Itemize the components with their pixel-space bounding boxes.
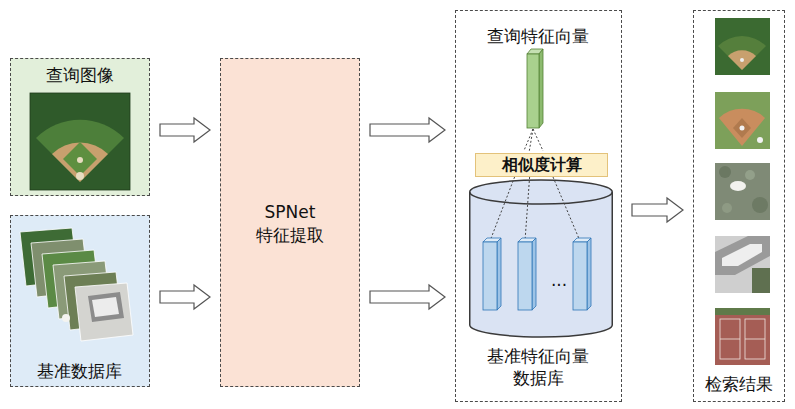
matching-panel-label: 查询特征向量	[456, 25, 620, 47]
similarity-leader-lines	[553, 177, 580, 241]
database-photo-stack	[88, 292, 124, 322]
query-photo	[30, 93, 130, 190]
result-photo	[715, 308, 770, 315]
hollow-arrow	[370, 118, 445, 142]
feature-extraction-box: SPNet 特征提取	[220, 58, 360, 387]
result-photo	[715, 163, 770, 220]
result-photo	[720, 319, 740, 359]
database-photo-stack	[62, 314, 70, 322]
query-photo	[77, 157, 83, 163]
similarity-leader-lines	[524, 129, 533, 151]
database-feature-bars	[497, 238, 501, 310]
query-feature-bar	[539, 49, 543, 128]
result-photo	[715, 308, 770, 365]
result-photo	[745, 339, 765, 340]
feature-database-cylinder-label: ...	[547, 269, 571, 291]
result-photo	[752, 268, 770, 293]
similarity-leader-lines	[533, 129, 543, 151]
result-photo	[745, 170, 755, 180]
result-photo	[752, 197, 768, 213]
result-photo	[740, 126, 745, 131]
query-photo	[36, 120, 124, 182]
database-photo-stack	[92, 297, 119, 317]
database-photo-stack	[20, 228, 133, 341]
result-photo	[715, 92, 770, 149]
result-photo	[719, 166, 731, 178]
query-photo	[30, 93, 130, 190]
database-feature-bars	[483, 242, 497, 310]
result-photo	[715, 92, 770, 149]
results-box-label: 检索结果	[694, 373, 783, 395]
result-photo	[715, 236, 770, 293]
cylinder-body	[470, 180, 613, 337]
query-image-box-label: 查询图像	[11, 64, 148, 86]
feature-extraction-box-label: SPNet 特征提取	[254, 201, 326, 245]
result-photo	[715, 18, 770, 75]
similarity-box-label: 相似度计算	[476, 154, 607, 176]
cylinder-rim	[470, 192, 613, 204]
hollow-arrow	[160, 118, 210, 142]
similarity-leader-lines	[490, 177, 515, 241]
result-photo	[722, 244, 762, 266]
hollow-arrow	[632, 198, 683, 222]
result-photo	[718, 36, 766, 70]
similarity-box: 相似度计算	[475, 153, 608, 177]
hollow-arrow	[370, 285, 445, 309]
result-photo	[715, 163, 770, 220]
result-photo	[733, 118, 751, 138]
hollow-arrow	[160, 285, 210, 309]
query-feature-bar	[527, 54, 539, 128]
similarity-leader-lines	[490, 129, 580, 241]
database-feature-bars	[483, 238, 591, 310]
result-photo	[715, 18, 770, 75]
database-feature-bars	[573, 242, 587, 310]
result-photo	[715, 308, 770, 365]
similarity-leader-lines	[529, 129, 533, 151]
database-photo-stack	[75, 283, 133, 341]
result-photo	[722, 203, 732, 213]
result-photo	[757, 137, 763, 143]
database-feature-bars	[532, 238, 536, 310]
result-photo	[715, 236, 770, 293]
matching-panel-label: 基准特征向量 数据库	[482, 345, 594, 389]
database-box-label: 基准数据库	[11, 360, 148, 382]
similarity-leader-lines	[525, 177, 530, 241]
query-feature-bar	[527, 49, 543, 128]
query-photo	[76, 172, 84, 180]
database-feature-bars	[518, 242, 532, 310]
query-photo	[63, 142, 97, 176]
result-photo	[730, 181, 746, 191]
result-photo	[728, 50, 756, 70]
query-photo	[30, 93, 130, 190]
result-photo	[745, 319, 765, 359]
result-photo	[719, 109, 765, 146]
database-feature-bars	[587, 238, 591, 310]
query-photo	[52, 143, 108, 182]
result-photo	[740, 58, 744, 62]
result-photo	[720, 339, 740, 340]
